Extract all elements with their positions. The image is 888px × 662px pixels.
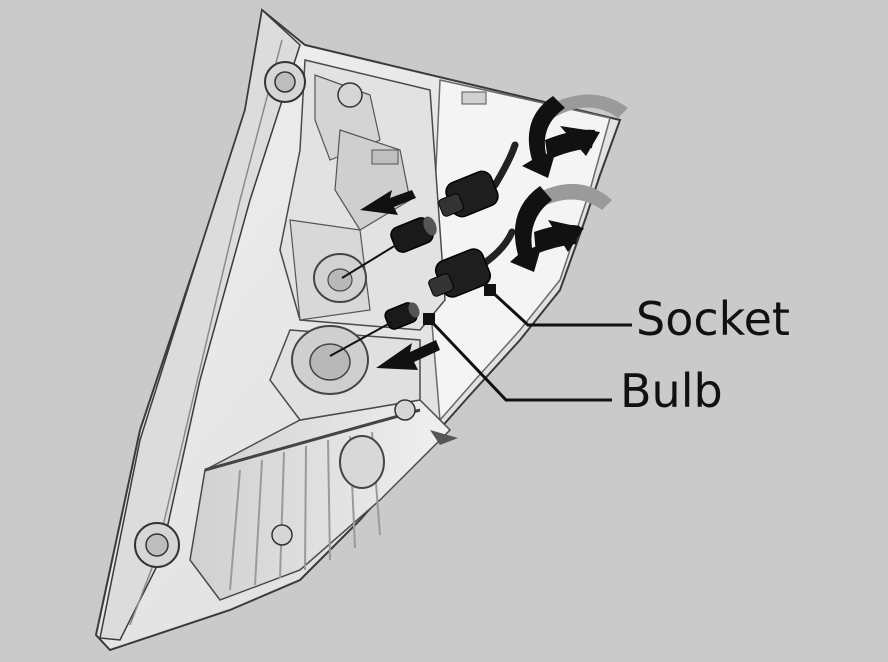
bulb-callout-leader — [423, 313, 612, 402]
arrow-left-icon — [376, 340, 440, 370]
rotate-counterclockwise-icon — [510, 183, 612, 272]
lower-bulb — [384, 302, 420, 330]
upper-socket — [438, 141, 519, 218]
rotate-counterclockwise-icon — [522, 94, 628, 178]
socket-label: Socket — [636, 292, 790, 346]
housing-left-rim — [99, 8, 301, 641]
upper-bulb — [390, 216, 437, 253]
bulb-label: Bulb — [620, 364, 723, 418]
lower-socket — [428, 228, 516, 298]
socket-callout-leader — [484, 284, 632, 327]
mounting-boss-top — [264, 61, 306, 103]
mounting-boss-bottom — [134, 522, 180, 568]
arrow-left-icon — [360, 190, 416, 215]
